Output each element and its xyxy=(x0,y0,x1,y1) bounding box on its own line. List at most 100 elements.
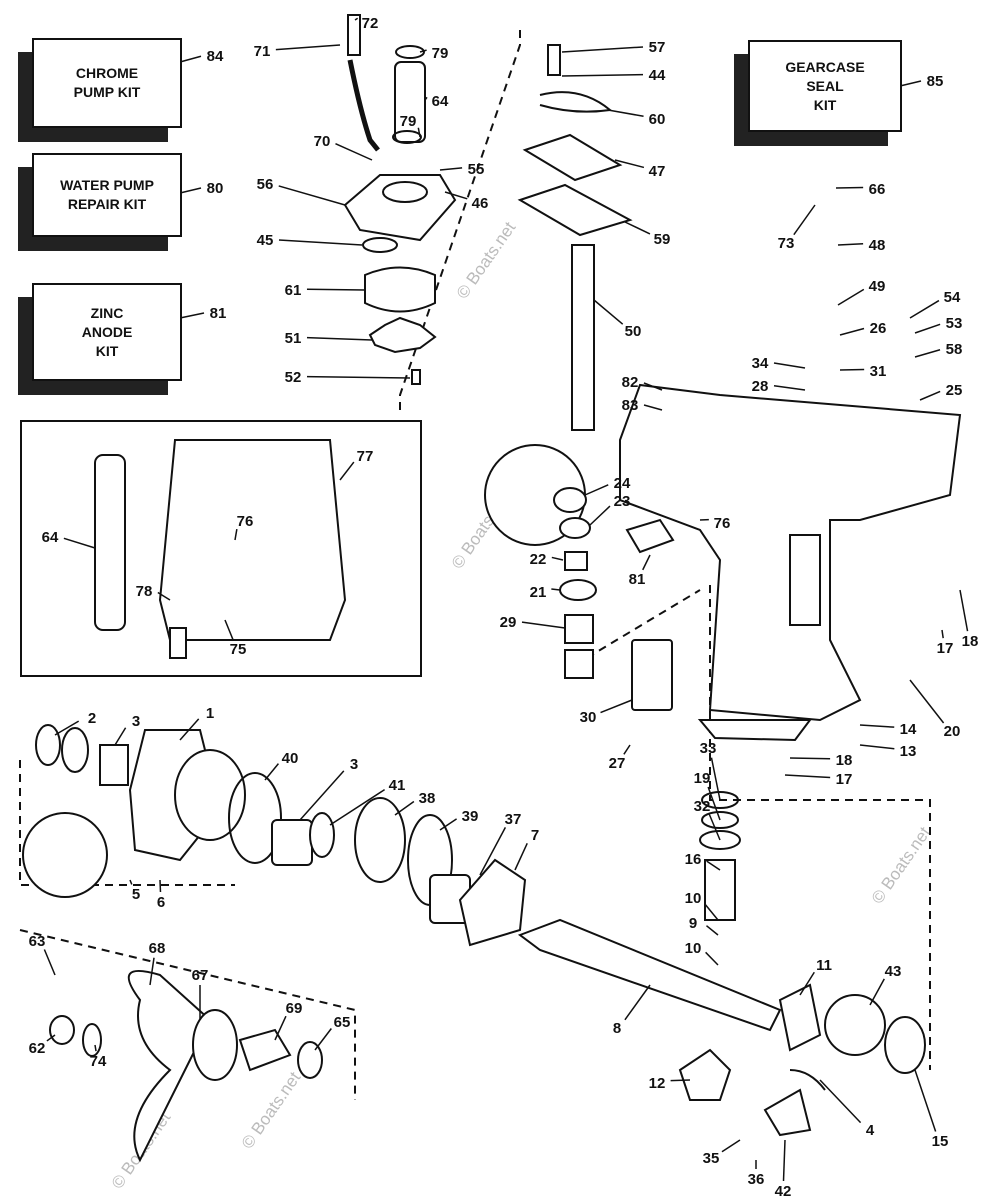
leader-line xyxy=(551,588,561,591)
leader-line xyxy=(607,109,644,117)
leader-line xyxy=(708,814,721,841)
leader-line xyxy=(909,299,940,319)
leader-line xyxy=(329,789,385,826)
leader-line xyxy=(306,375,411,379)
leader-line xyxy=(54,720,80,736)
callout-1: 1 xyxy=(206,705,214,722)
callout-43: 43 xyxy=(885,963,902,980)
part-gear-7 xyxy=(458,858,527,947)
leader-line xyxy=(959,589,969,632)
callout-56: 56 xyxy=(257,176,274,193)
part-plate-30 xyxy=(631,639,673,711)
kit-box-chrome-pump: CHROME PUMP KIT xyxy=(32,38,182,128)
callout-10: 10 xyxy=(685,940,702,957)
part-tube-64-inset xyxy=(94,454,126,631)
callout-18: 18 xyxy=(836,752,853,769)
leader-line xyxy=(514,843,528,871)
leader-line xyxy=(439,818,458,831)
callout-77: 77 xyxy=(357,448,374,465)
leader-line xyxy=(417,127,421,138)
leader-line xyxy=(837,288,865,306)
leader-line xyxy=(157,591,171,601)
watermark: © Boats.net xyxy=(868,823,935,907)
part-impeller xyxy=(368,316,437,354)
callout-30: 30 xyxy=(580,709,597,726)
group-boundary xyxy=(399,30,521,410)
leader-line xyxy=(869,978,885,1006)
leader-line xyxy=(306,288,366,291)
callout-4: 4 xyxy=(866,1122,875,1139)
callout-46: 46 xyxy=(472,195,489,212)
leader-line xyxy=(859,744,895,750)
callout-32: 32 xyxy=(694,798,711,815)
leader-line xyxy=(819,1079,862,1124)
leader-line xyxy=(46,1034,56,1042)
callout-29: 29 xyxy=(500,614,517,631)
leader-line xyxy=(521,621,566,629)
kit-label: CHROME PUMP KIT xyxy=(73,65,141,100)
callout-24: 24 xyxy=(614,475,631,492)
leader-line xyxy=(306,336,373,341)
callout-27: 27 xyxy=(609,755,626,772)
leader-line xyxy=(670,1079,691,1082)
callout-81: 81 xyxy=(210,305,227,322)
callout-80: 80 xyxy=(207,180,224,197)
kit-box-gearcase-seal: GEARCASE SEAL KIT xyxy=(748,40,902,132)
callout-52: 52 xyxy=(285,369,302,386)
leader-line xyxy=(837,242,864,246)
leader-line xyxy=(234,529,238,541)
callout-71: 71 xyxy=(254,43,271,60)
leader-line xyxy=(94,1044,97,1052)
callout-50: 50 xyxy=(625,323,642,340)
leader-line xyxy=(909,679,945,724)
callout-51: 51 xyxy=(285,330,302,347)
group-boundary xyxy=(19,760,235,886)
callout-5: 5 xyxy=(132,886,140,903)
callout-78: 78 xyxy=(136,583,153,600)
callout-11: 11 xyxy=(816,957,832,974)
callout-72: 72 xyxy=(362,15,379,32)
leader-line xyxy=(264,763,280,781)
leader-line xyxy=(43,949,56,976)
kit-label: GEARCASE SEAL KIT xyxy=(785,58,865,113)
callout-18: 18 xyxy=(962,633,979,650)
leader-line xyxy=(551,556,564,561)
leader-line xyxy=(839,368,865,371)
leader-line xyxy=(914,349,941,358)
leader-line xyxy=(624,221,651,235)
callout-45: 45 xyxy=(257,232,274,249)
part-propeller xyxy=(127,970,212,1163)
leader-line xyxy=(706,925,719,936)
kit-label: ZINC ANODE KIT xyxy=(81,304,133,359)
callout-3: 3 xyxy=(132,713,140,730)
leader-line xyxy=(941,629,944,639)
callout-55: 55 xyxy=(468,161,485,178)
callout-64: 64 xyxy=(42,529,59,546)
leader-line xyxy=(589,505,611,526)
leader-line xyxy=(914,323,941,334)
callout-2: 2 xyxy=(88,710,96,727)
callout-41: 41 xyxy=(389,777,406,794)
callout-25: 25 xyxy=(946,382,963,399)
group-boundary xyxy=(709,585,931,1070)
leader-line xyxy=(799,971,815,996)
callout-65: 65 xyxy=(334,1014,351,1031)
leader-line xyxy=(274,1015,287,1041)
callout-61: 61 xyxy=(285,282,302,299)
callout-31: 31 xyxy=(870,363,887,380)
part-gear-43 xyxy=(824,994,886,1056)
callout-8: 8 xyxy=(613,1020,621,1037)
callout-69: 69 xyxy=(286,1000,303,1017)
leader-line xyxy=(642,554,651,571)
leader-line xyxy=(914,1069,937,1132)
leader-line xyxy=(614,159,645,169)
callout-34: 34 xyxy=(752,355,769,372)
callout-53: 53 xyxy=(946,315,963,332)
callout-44: 44 xyxy=(649,67,666,84)
callout-48: 48 xyxy=(869,237,886,254)
callout-17: 17 xyxy=(836,771,853,788)
leader-line xyxy=(444,191,468,200)
callout-12: 12 xyxy=(649,1075,666,1092)
leader-line xyxy=(439,167,463,171)
callout-10: 10 xyxy=(685,890,702,907)
